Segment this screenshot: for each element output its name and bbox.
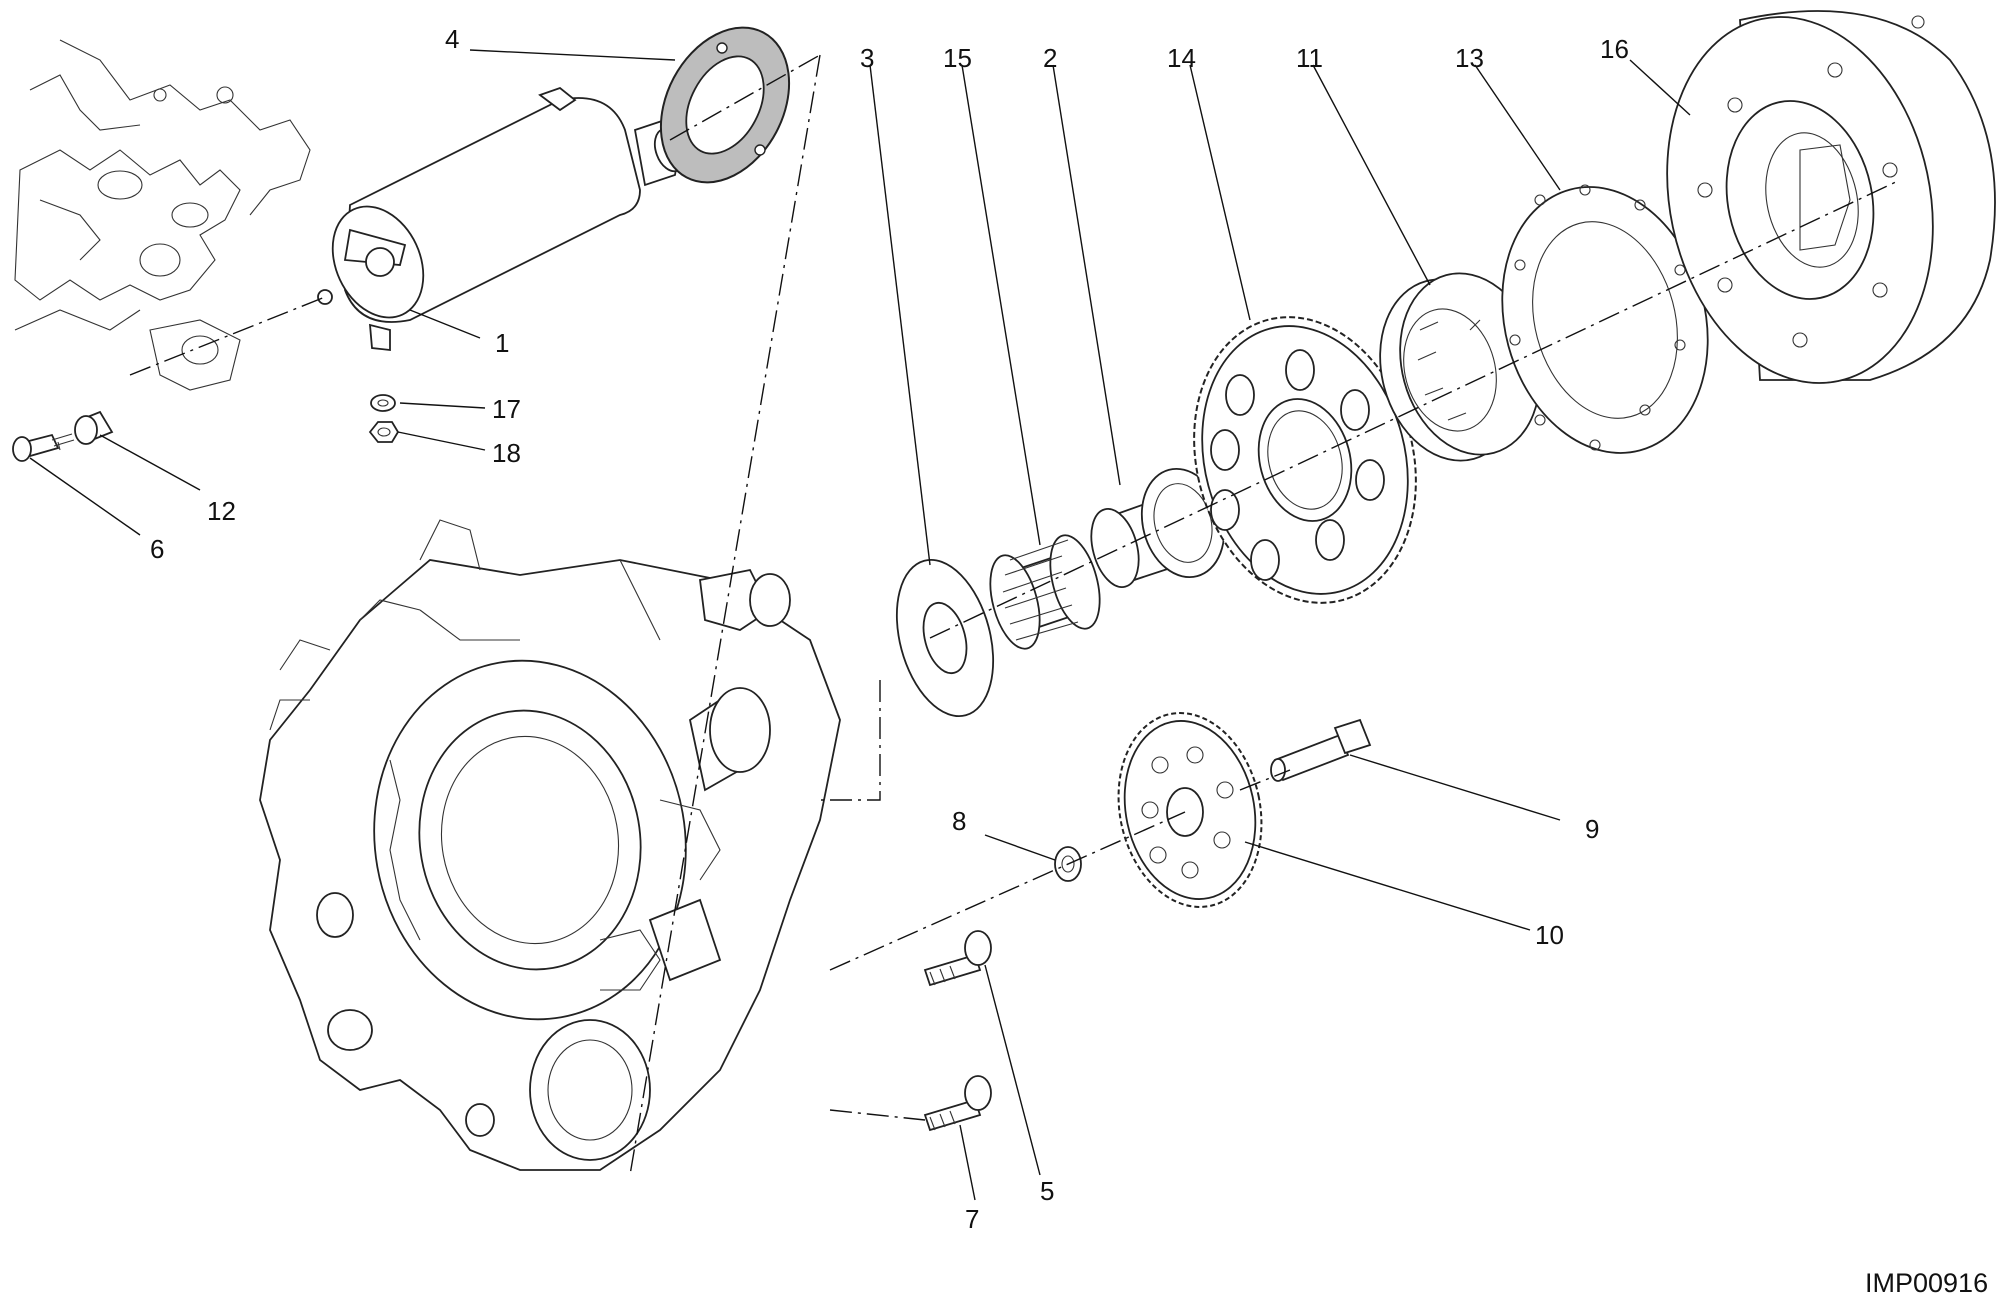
screw-5: [923, 930, 992, 987]
screw-6: [12, 433, 75, 462]
callout-10: 10: [1535, 920, 1564, 950]
washer-17: [370, 394, 396, 412]
callout-3: 3: [860, 43, 874, 73]
starter-idler-gear-small: [1117, 712, 1263, 908]
nut-18: [368, 421, 400, 443]
crankcase-half: [259, 519, 841, 1171]
callout-9: 9: [1585, 814, 1599, 844]
callout-labels: 1 2 3 4 5 6 7 8 9 10 11 12 13 14 15 16 1…: [150, 24, 1629, 1234]
callout-13: 13: [1455, 43, 1484, 73]
idler-gear-large: [1193, 316, 1417, 604]
callout-8: 8: [952, 806, 966, 836]
callout-18: 18: [492, 438, 521, 468]
screw-7: [923, 1075, 992, 1132]
callout-15: 15: [943, 43, 972, 73]
callout-14: 14: [1167, 43, 1196, 73]
needle-bearing: [989, 534, 1101, 650]
assembly-axes: [129, 54, 1901, 1176]
callout-16: 16: [1600, 34, 1629, 64]
callout-7: 7: [965, 1204, 979, 1234]
starter-motor: [317, 86, 687, 352]
crankcase-fragment-top-left: [14, 39, 311, 391]
drawing-code: IMP00916: [1865, 1268, 1988, 1298]
callout-12: 12: [207, 496, 236, 526]
thrust-washer: [895, 558, 995, 718]
oil-seal-plate: [659, 26, 791, 184]
callout-4: 4: [445, 24, 459, 54]
callout-11: 11: [1296, 43, 1323, 73]
callout-6: 6: [150, 534, 164, 564]
callout-17: 17: [492, 394, 521, 424]
leader-lines: [29, 49, 1691, 1201]
spacer-12: [74, 410, 114, 445]
callout-1: 1: [495, 328, 509, 358]
callout-5: 5: [1040, 1176, 1054, 1206]
gear-shaft-pin: [1270, 718, 1372, 782]
callout-2: 2: [1043, 43, 1057, 73]
